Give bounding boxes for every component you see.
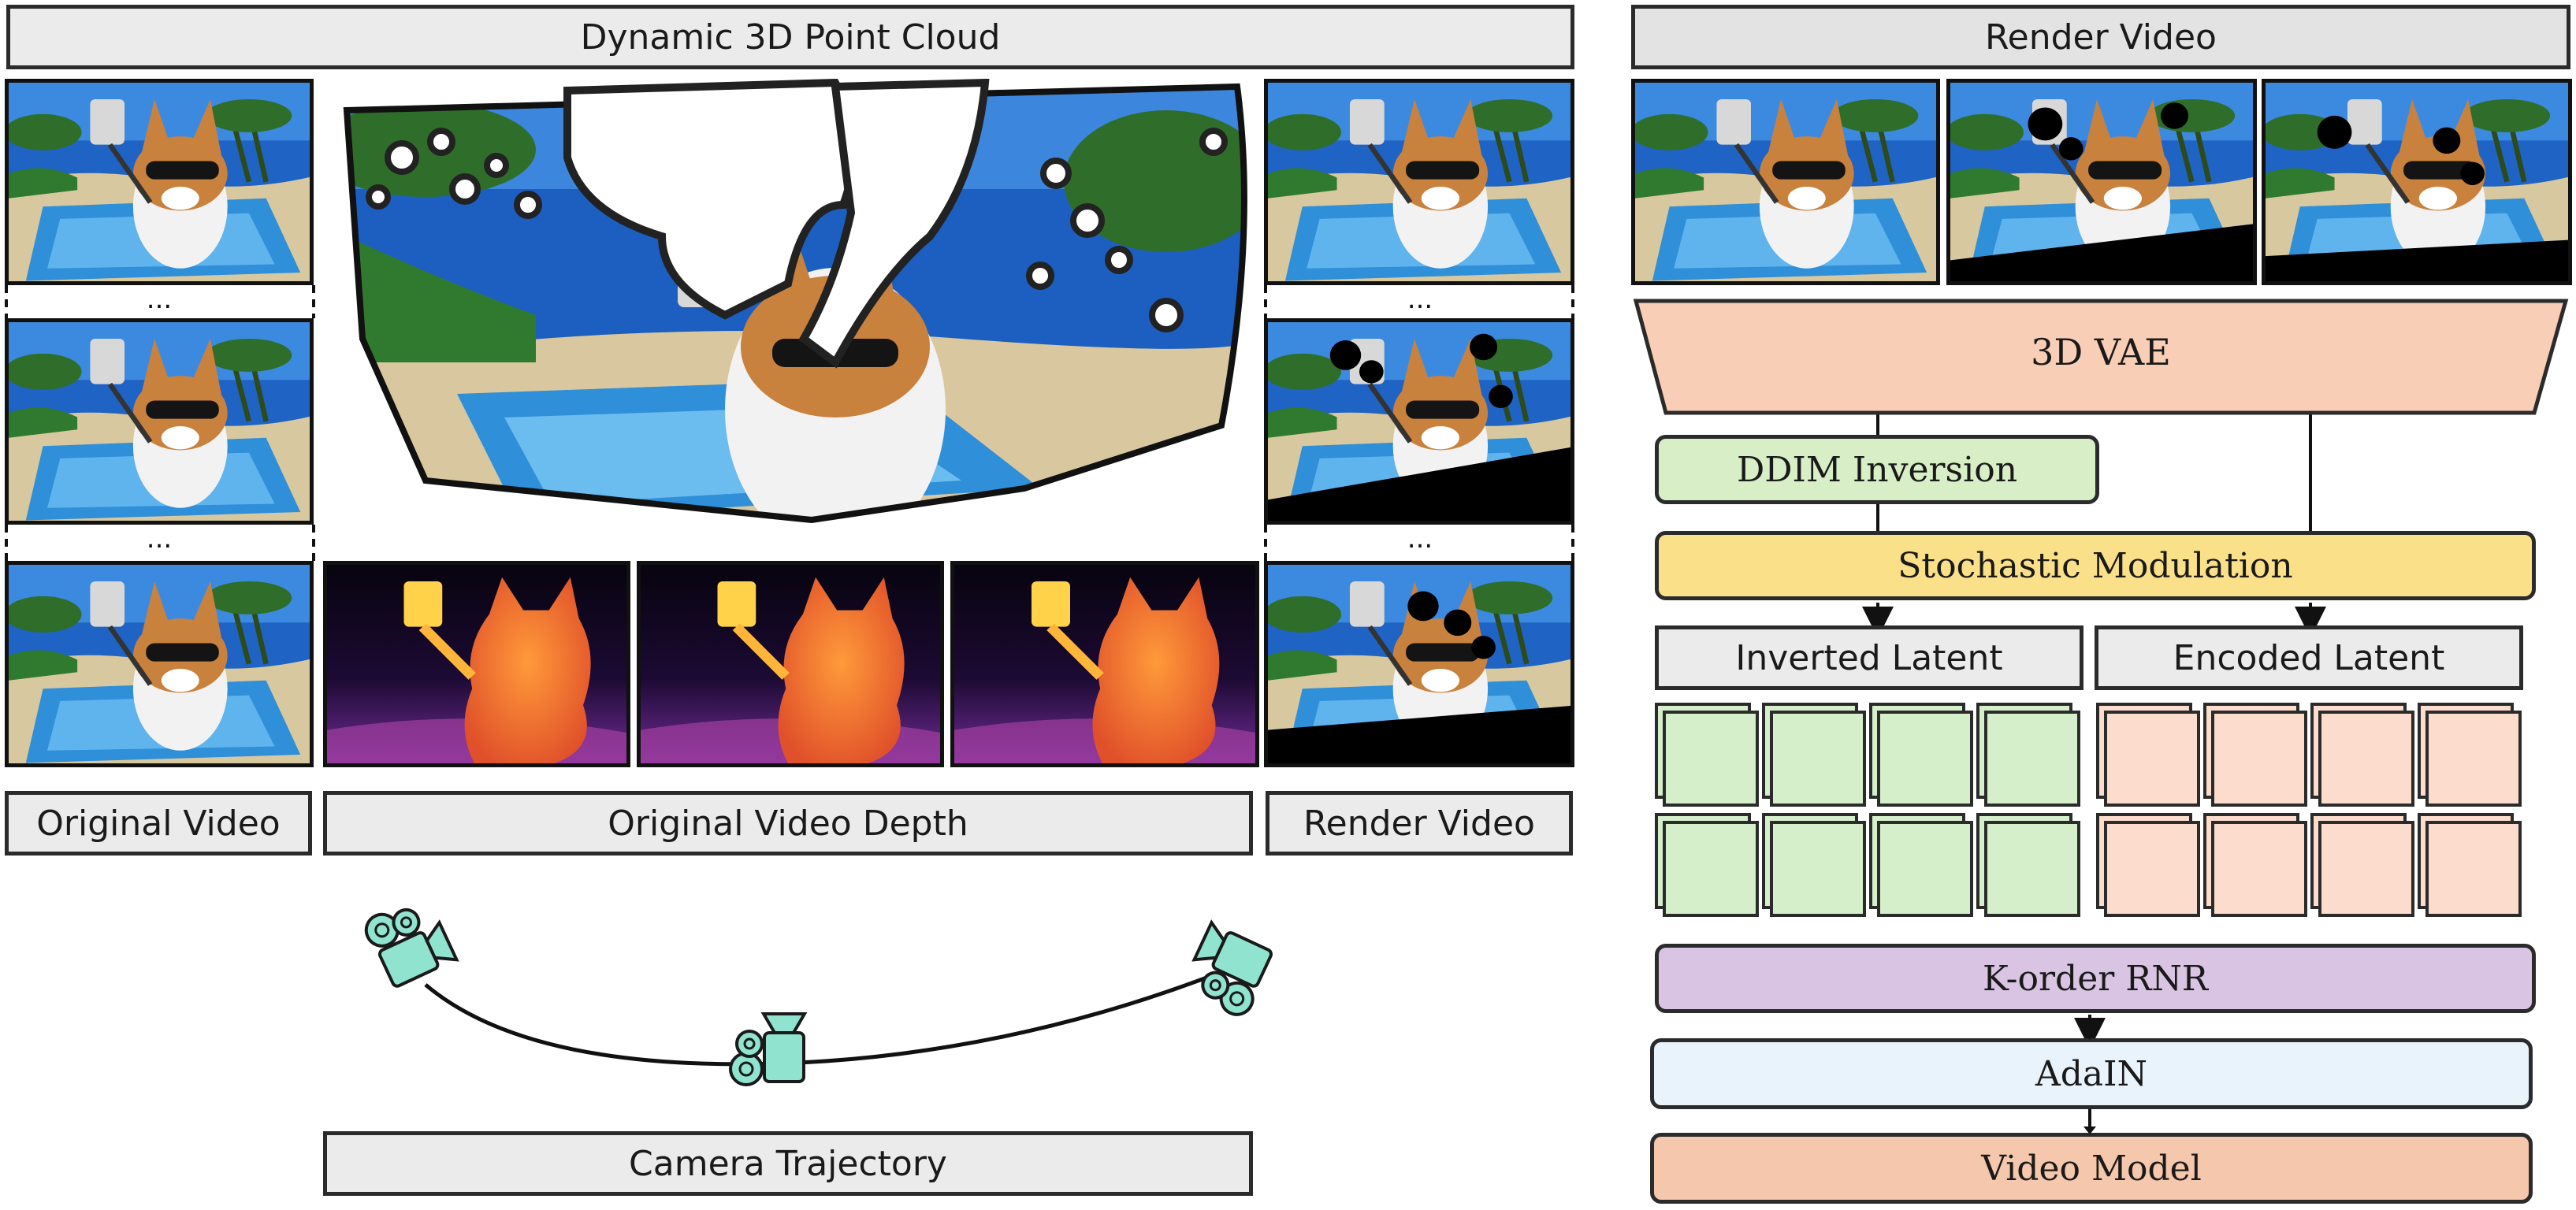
ddim-inversion-label: DDIM Inversion (1736, 449, 2018, 490)
ellipsis: ... (1407, 284, 1433, 315)
inverted-latent-tile (1762, 813, 1866, 917)
render-video-title-text: Render Video (1985, 17, 2217, 58)
depth-frame-3 (950, 561, 1259, 767)
encoded-latent-label: Encoded Latent (2095, 625, 2523, 690)
render-thumb-2 (1946, 79, 2257, 285)
stochastic-modulation-block: Stochastic Modulation (1655, 531, 2536, 600)
encoded-latent-tile (2310, 813, 2414, 917)
encoded-latent-tile (2096, 703, 2200, 807)
inverted-latent-tile (1869, 813, 1973, 917)
render-frames-dashed-border (1264, 285, 1574, 561)
render-video-title: Render Video (1631, 5, 2570, 69)
render-video-label: Render Video (1266, 791, 1573, 856)
inverted-latent-label-text: Inverted Latent (1735, 637, 2003, 678)
render-thumb-3-image (2266, 83, 2568, 281)
original-depth-label-text: Original Video Depth (608, 803, 968, 844)
inverted-latent-tile (1762, 703, 1866, 807)
original-frame-2 (5, 318, 314, 525)
ddim-inversion-block: DDIM Inversion (1655, 435, 2099, 504)
original-video-label-text: Original Video (36, 803, 281, 844)
ellipsis: ... (146, 523, 173, 555)
render-frame-2-image (1268, 322, 1571, 521)
inverted-latent-tile (1655, 813, 1759, 917)
original-depth-label: Original Video Depth (323, 791, 1253, 856)
render-thumb-1 (1631, 79, 1940, 285)
render-frame-2 (1264, 318, 1574, 525)
camera-icon-left (359, 891, 459, 992)
render-frame-3 (1264, 561, 1574, 767)
depth-frame-2 (637, 561, 944, 767)
render-video-label-text: Render Video (1303, 803, 1535, 844)
point-cloud-title: Dynamic 3D Point Cloud (6, 5, 1574, 69)
arrow-down-icon (2083, 1015, 2096, 1040)
original-frames-dashed-border (5, 285, 315, 561)
point-cloud-title-text: Dynamic 3D Point Cloud (580, 17, 1001, 58)
ellipsis: ... (146, 284, 173, 315)
encoded-latent-tile (2203, 703, 2307, 807)
original-video-label: Original Video (5, 791, 312, 856)
k-order-rnr-label: K-order RNR (1982, 958, 2209, 999)
encoded-latent-tile (2418, 813, 2522, 917)
depth-frame-2-image (641, 565, 944, 767)
depth-frame-3-image (954, 565, 1259, 767)
vae-block (1633, 299, 2569, 415)
latent-grids (1655, 703, 2522, 917)
camera-trajectory-diagram (359, 891, 1278, 1086)
encoded-latent-label-text: Encoded Latent (2173, 637, 2445, 678)
encoded-latent-tile (2203, 813, 2307, 917)
point-cloud-image (343, 79, 1247, 524)
render-frame-3-image (1268, 565, 1571, 763)
adain-block: AdaIN (1650, 1038, 2533, 1109)
depth-frame-1-image (327, 565, 630, 767)
camera-icon-right (1178, 921, 1278, 1022)
render-thumb-1-image (1635, 83, 1940, 285)
camera-trajectory-label-text: Camera Trajectory (629, 1143, 947, 1184)
inverted-latent-tile (1976, 703, 2080, 807)
original-frame-1 (5, 79, 314, 285)
k-order-rnr-block: K-order RNR (1655, 944, 2536, 1013)
render-thumb-2-image (1950, 83, 2253, 281)
depth-frame-1 (323, 561, 630, 767)
vae-label: 3D VAE (2031, 331, 2171, 373)
encoded-latent-tile (2418, 703, 2522, 807)
original-frame-3 (5, 561, 314, 767)
adain-label: AdaIN (2035, 1053, 2148, 1094)
render-thumb-3 (2262, 79, 2572, 285)
inverted-latent-tile (1869, 703, 1973, 807)
stochastic-modulation-label: Stochastic Modulation (1898, 545, 2293, 586)
encoded-latent-tile (2096, 813, 2200, 917)
inverted-latent-label: Inverted Latent (1655, 625, 2083, 690)
camera-icon-center (729, 1012, 806, 1086)
camera-trajectory-label: Camera Trajectory (323, 1131, 1253, 1196)
video-model-block: Video Model (1650, 1133, 2533, 1204)
inverted-latent-tile (1655, 703, 1759, 807)
render-frame-1 (1264, 79, 1574, 285)
video-model-label: Video Model (1981, 1148, 2202, 1189)
arrow-down-icon (2083, 1109, 2096, 1134)
encoded-latent-tile (2310, 703, 2414, 807)
ellipsis: ... (1407, 523, 1433, 555)
inverted-latent-tile (1976, 813, 2080, 917)
